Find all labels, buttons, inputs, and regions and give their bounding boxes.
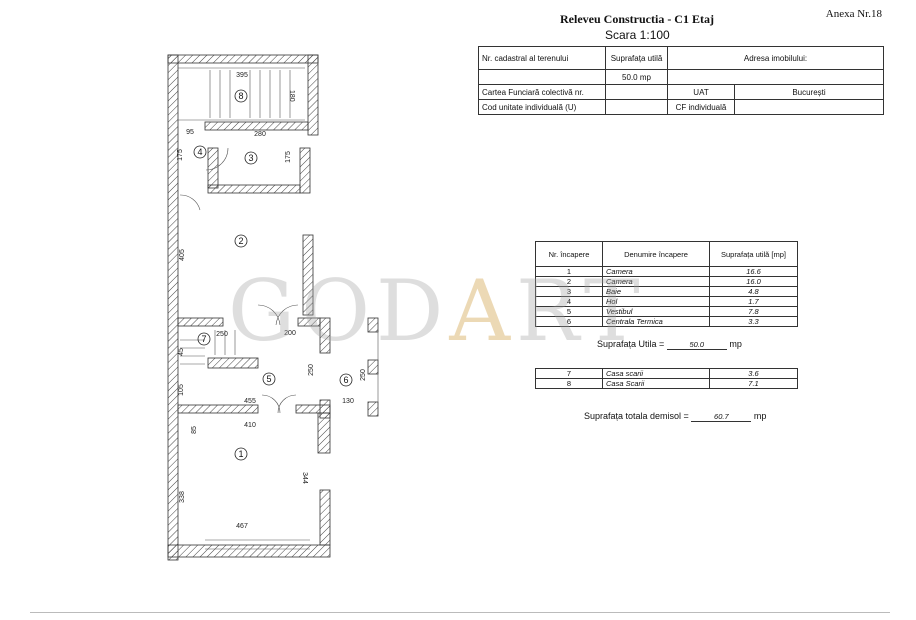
wall [302, 234, 314, 316]
dimension-label: 344 [301, 472, 308, 484]
dimension-label: 338 [179, 491, 186, 503]
dimension-label: 45 [178, 348, 185, 356]
wall [295, 404, 331, 414]
wall [167, 54, 179, 561]
room-number: 4 [197, 147, 202, 157]
watermark: GODART [228, 262, 646, 360]
wall [207, 357, 259, 369]
dimension-label: 180 [288, 90, 295, 102]
room-number: 3 [248, 153, 253, 163]
dimension-label: 250 [216, 331, 228, 338]
wall [299, 147, 311, 194]
useful-area-sum: Suprafața Utila = 50.0 mp [597, 339, 742, 350]
room-number: 1 [238, 449, 243, 459]
document-title: Releveu Constructia - C1 Etaj [560, 12, 714, 26]
wall [207, 147, 219, 189]
dimension-label: 467 [236, 523, 248, 530]
scale-label: Scara 1:100 [605, 28, 670, 42]
useful-area-label: Suprafața Utila = [597, 339, 665, 349]
total-area-label: Suprafața totala demisol = [584, 411, 689, 421]
dimension-label: 250 [360, 369, 367, 381]
divider [30, 612, 890, 613]
dimension-label: 95 [186, 129, 194, 136]
useful-area-unit: mp [729, 339, 742, 349]
col-nr-header: Nr. încapere [535, 241, 603, 267]
room-number: 2 [238, 236, 243, 246]
dimension-label: 455 [244, 398, 256, 405]
room-number: 8 [238, 91, 243, 101]
address-label: Adresa imobilului: [667, 46, 884, 70]
dimension-label: 280 [254, 131, 266, 138]
total-area-value: 60.7 [691, 412, 752, 422]
wall [319, 489, 331, 546]
dimension-label: 395 [236, 72, 248, 79]
useful-area-value: 50.0 [666, 340, 727, 350]
dimension-label: 130 [342, 398, 354, 405]
dimension-label: 85 [191, 426, 198, 434]
annex-number: Anexa Nr.18 [825, 8, 882, 20]
rooms-table: Nr. încapere Denumire încapere Suprafața… [535, 241, 798, 327]
total-area-unit: mp [753, 411, 767, 421]
dimension-label: 405 [179, 249, 186, 261]
wall [177, 317, 224, 327]
wall [167, 54, 319, 64]
dimension-label: 200 [284, 330, 296, 337]
wall [367, 317, 379, 333]
wall [307, 54, 319, 136]
room-number: 5 [266, 374, 271, 384]
total-area-sum: Suprafața totala demisol = 60.7 mp [584, 411, 766, 422]
room-area: 3.3 [709, 316, 798, 327]
property-info-table: Nr. cadastral al terenului Suprafața uti… [478, 46, 884, 115]
wall [204, 121, 309, 131]
room-number: 6 [343, 375, 348, 385]
dimension-label: 175 [285, 151, 292, 163]
wall [317, 412, 331, 454]
wall [367, 401, 379, 417]
wall [207, 184, 301, 194]
dimension-label: 250 [308, 364, 315, 376]
wall [319, 317, 331, 354]
watermark-text: A [449, 262, 516, 360]
wall [177, 404, 259, 414]
watermark-text: GOD [228, 262, 450, 360]
cadastral-label: Nr. cadastral al terenului [478, 46, 606, 70]
dimension-label: 105 [178, 384, 185, 396]
wall [167, 544, 331, 558]
room-number: 7 [201, 334, 206, 344]
wall [367, 359, 379, 375]
dimension-label: 410 [244, 422, 256, 429]
room-area: 7.1 [709, 378, 798, 389]
watermark-text: RT [516, 262, 646, 360]
dimension-label: 175 [177, 149, 184, 161]
